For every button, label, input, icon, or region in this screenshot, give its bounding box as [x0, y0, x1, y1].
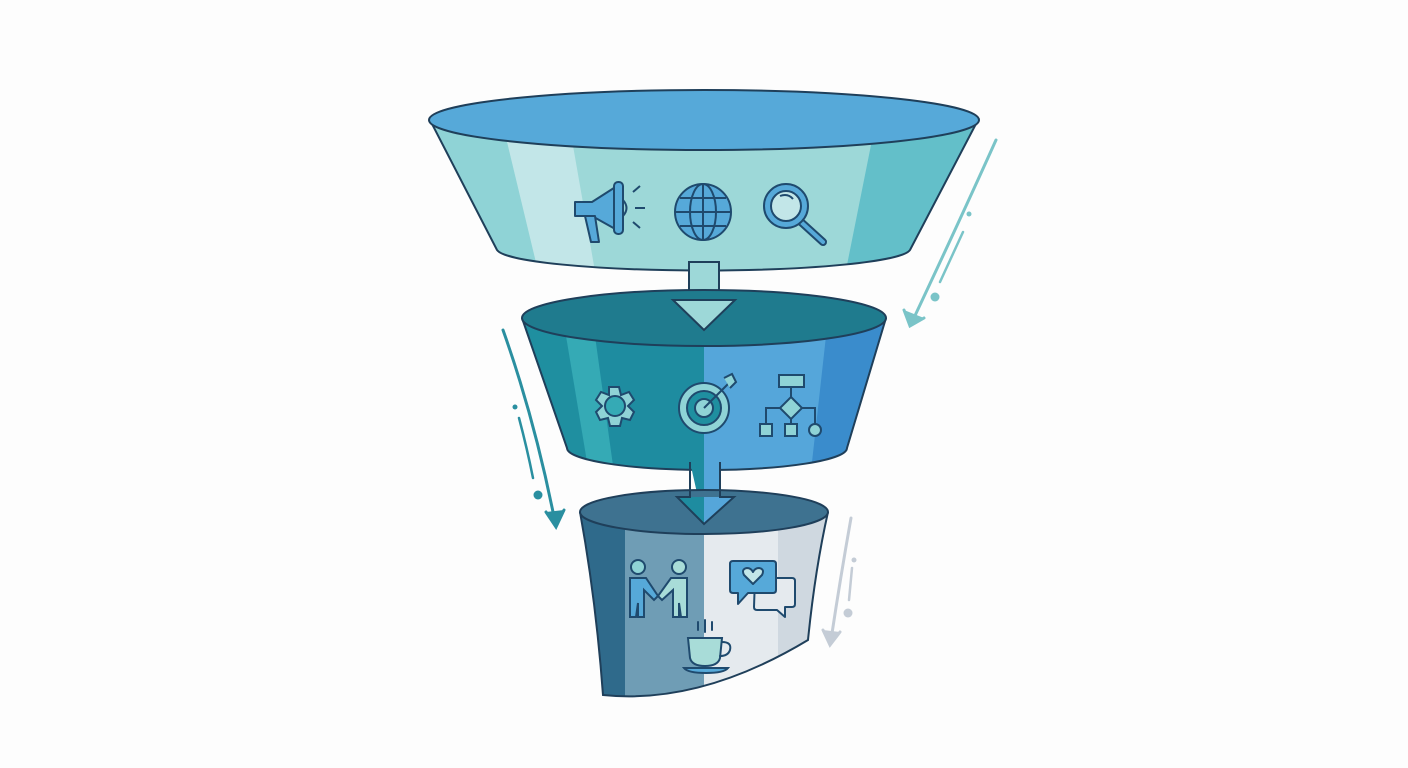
gear-icon: [594, 386, 636, 427]
side-arrow-top-right: [902, 138, 998, 329]
target-icon: [678, 372, 738, 434]
heart-chat-icon: [729, 560, 796, 618]
megaphone-icon: [574, 181, 645, 243]
side-arrow-middle-left: [501, 328, 566, 531]
funnel-stage-top: [428, 89, 980, 272]
coffee-cup-icon: [681, 619, 732, 675]
side-arrow-bottom-right: [821, 516, 854, 648]
flowchart-icon: [759, 374, 822, 437]
funnel-stage-bottom: [579, 489, 829, 698]
magnifier-icon: [763, 183, 827, 246]
globe-icon: [674, 183, 732, 241]
funnel-stage-middle: [521, 289, 887, 471]
handshake-icon: [629, 559, 688, 618]
